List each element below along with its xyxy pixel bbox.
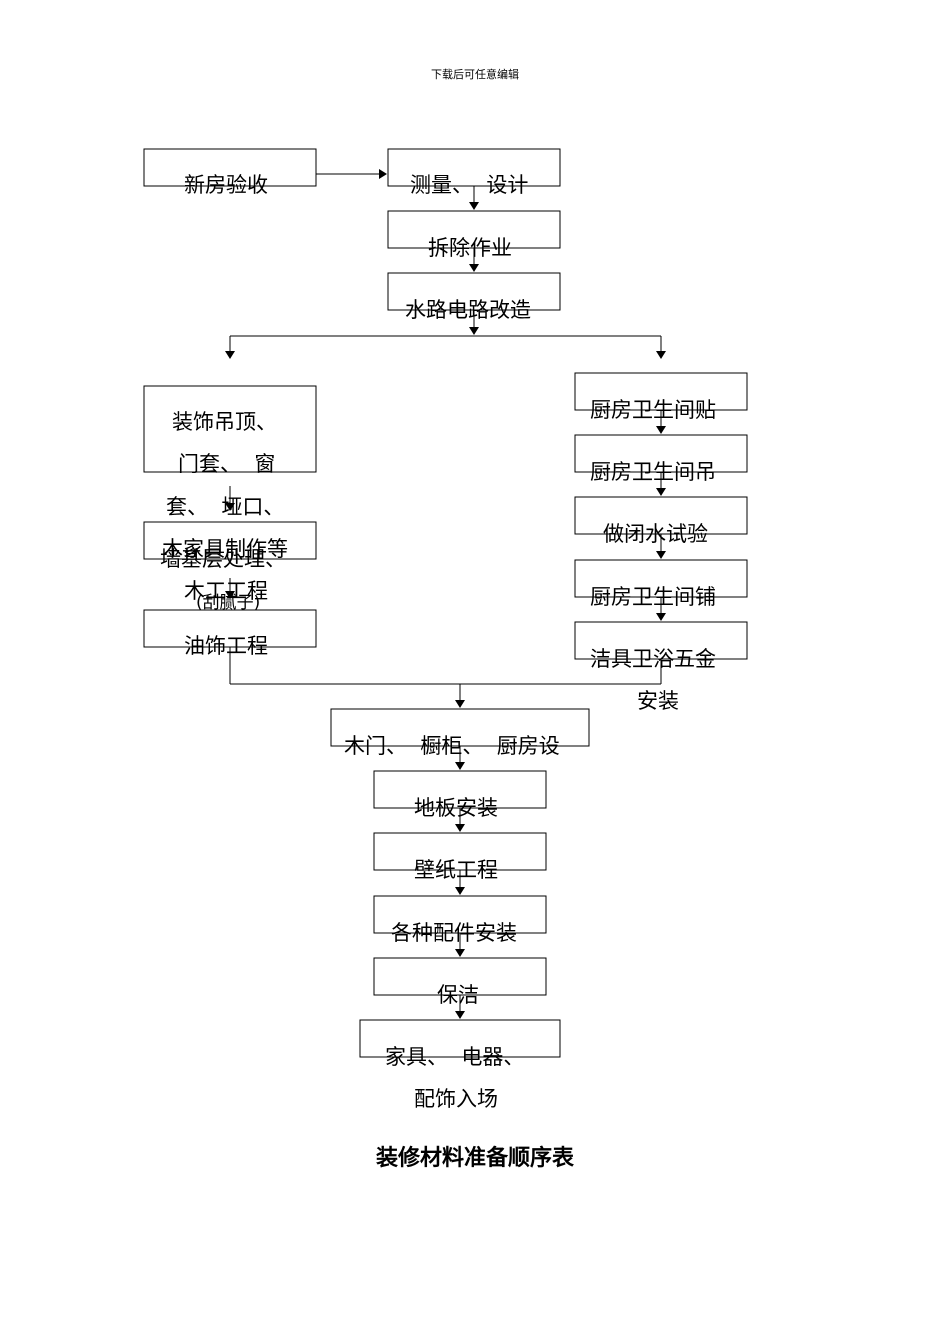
label-furniture-2: 配饰入场 bbox=[414, 1087, 498, 1111]
label-carpentry-1: 装饰吊顶、 bbox=[172, 410, 277, 434]
label-measure: 测量、 设计 bbox=[410, 173, 529, 197]
label-kitchen-tile: 厨房卫生间贴 bbox=[590, 398, 716, 422]
label-new-house: 新房验收 bbox=[184, 173, 268, 197]
box-furniture bbox=[359, 1019, 561, 1058]
box-wall-base bbox=[143, 521, 317, 560]
label-furniture-1: 家具、 电器、 bbox=[385, 1045, 525, 1069]
label-carpentry-3: 套、 垭口、 bbox=[166, 495, 285, 519]
label-carpentry-4: 木家具制作等 bbox=[162, 537, 288, 561]
label-wallpaper: 壁纸工程 bbox=[414, 858, 498, 882]
label-sanitary-1: 洁具卫浴五金 bbox=[590, 647, 716, 671]
label-kitchen-ceiling: 厨房卫生间吊 bbox=[590, 460, 716, 484]
label-demolition: 拆除作业 bbox=[428, 236, 512, 260]
label-sanitary-2: 安装 bbox=[637, 689, 679, 713]
label-wall-base-2: (刮腻子) bbox=[196, 593, 261, 613]
document-title: 装修材料准备顺序表 bbox=[375, 1146, 574, 1171]
label-floor-install: 地板安装 bbox=[414, 796, 498, 820]
label-carpentry-2: 门套、 窗 bbox=[178, 452, 276, 476]
label-wall-base-1: 墙基层处理、 bbox=[160, 547, 286, 571]
label-kitchen-floor: 厨房卫生间铺 bbox=[590, 585, 716, 609]
box-carpentry bbox=[143, 385, 317, 473]
label-carpentry-5: 木工工程 bbox=[184, 579, 268, 603]
label-doors-cabinets: 木门、 橱柜、 厨房设 bbox=[344, 734, 560, 758]
label-plumbing-electric: 水路电路改造 bbox=[405, 298, 531, 322]
header-note: 下载后可任意编辑 bbox=[431, 68, 519, 81]
label-cleaning: 保洁 bbox=[437, 983, 479, 1007]
label-water-test: 做闭水试验 bbox=[603, 522, 708, 546]
box-new-house bbox=[143, 148, 317, 187]
label-painting: 油饰工程 bbox=[184, 634, 268, 658]
label-fittings: 各种配件安装 bbox=[391, 921, 517, 945]
